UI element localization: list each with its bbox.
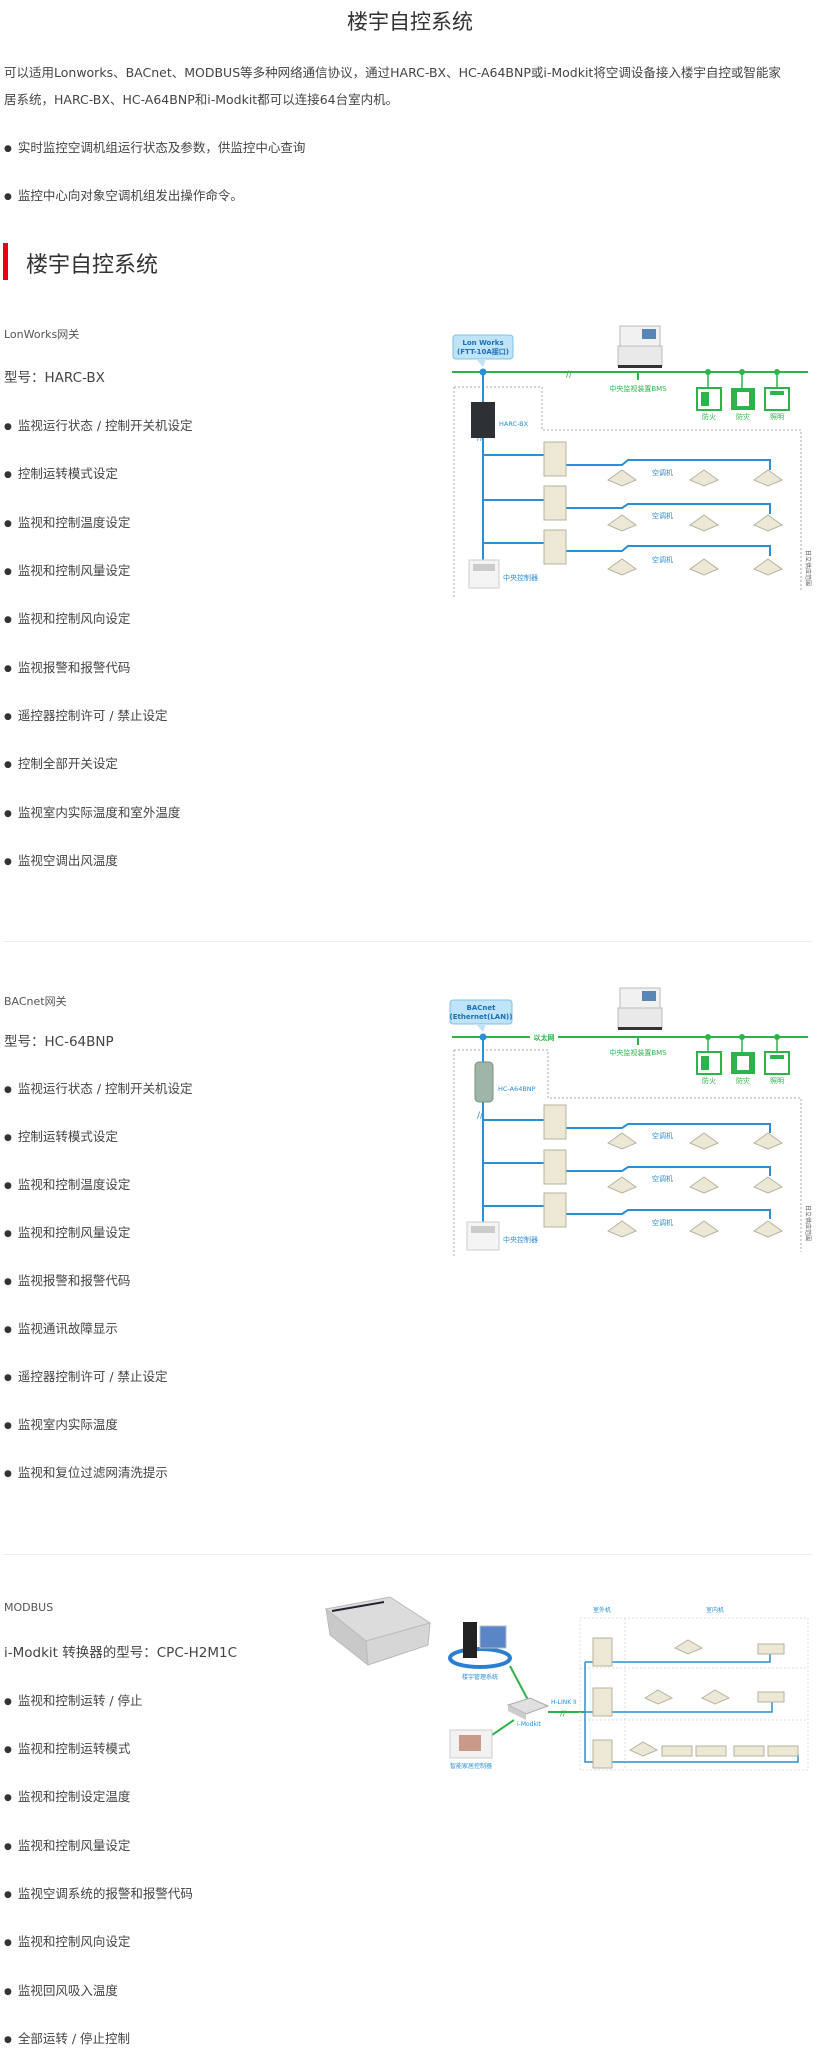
fire-icon: 防火 bbox=[696, 1034, 722, 1085]
feature-item: 监视室内实际温度和室外温度 bbox=[4, 802, 181, 821]
modbus-model: i-Modkit 转换器的型号：CPC-H2M1C bbox=[4, 1645, 238, 1661]
svg-text:室内机: 室内机 bbox=[706, 1606, 724, 1614]
feature-item: 控制运转模式设定 bbox=[4, 1126, 118, 1145]
feature-item: 监视报警和报警代码 bbox=[4, 1270, 131, 1289]
feature-item: 控制全部开关设定 bbox=[4, 753, 118, 772]
svg-text:防火: 防火 bbox=[702, 412, 716, 421]
svg-text:楼宇管理系统: 楼宇管理系统 bbox=[462, 1673, 498, 1681]
svg-text:BACnet: BACnet bbox=[467, 1004, 497, 1012]
feature-item: 监视和复位过滤网清洗提示 bbox=[4, 1462, 168, 1481]
svg-text:HARC-BX: HARC-BX bbox=[499, 420, 529, 428]
section-divider bbox=[3, 941, 812, 942]
section-divider bbox=[3, 1554, 812, 1555]
svg-text:中央控制器: 中央控制器 bbox=[503, 573, 538, 582]
feature-item: 监视和控制设定温度 bbox=[4, 1786, 131, 1805]
svg-text:空调机: 空调机 bbox=[652, 468, 673, 477]
bacnet-system-diagram: 以太网 BACnet (Ethernet(LAN)) 中央监视装置BMS 防火 … bbox=[449, 987, 812, 1258]
feature-item: 监视空调系统的报警和报警代码 bbox=[4, 1883, 193, 1902]
feature-item: 监视和控制运转 / 停止 bbox=[4, 1690, 143, 1709]
intro-bullet: 实时监控空调机组运行状态及参数，供监控中心查询 bbox=[4, 137, 306, 156]
lonworks-label: LonWorks网关 bbox=[4, 328, 80, 341]
exit-icon: 防灾 bbox=[731, 369, 755, 421]
svg-text://: // bbox=[477, 1111, 484, 1121]
svg-text:空调机: 空调机 bbox=[652, 555, 673, 564]
svg-text:Lon Works: Lon Works bbox=[462, 339, 503, 347]
svg-text:室外机: 室外机 bbox=[593, 1606, 611, 1614]
svg-text:H-LINK II: H-LINK II bbox=[551, 1699, 577, 1706]
svg-text:空调机: 空调机 bbox=[652, 1131, 673, 1140]
feature-item: 监视和控制风量设定 bbox=[4, 1835, 131, 1854]
svg-text:防灾: 防灾 bbox=[736, 1076, 750, 1085]
feature-item: 监视和控制风向设定 bbox=[4, 608, 131, 627]
section-accent-bar bbox=[3, 243, 8, 280]
feature-item: 监视空调出风温度 bbox=[4, 850, 118, 869]
svg-text:(Ethernet(LAN)): (Ethernet(LAN)) bbox=[450, 1013, 513, 1021]
feature-item: 监视回风吸入温度 bbox=[4, 1980, 118, 1999]
feature-item: 控制运转模式设定 bbox=[4, 463, 118, 482]
feature-item: 监视和控制风量设定 bbox=[4, 1222, 131, 1241]
svg-text:日立供应范围: 日立供应范围 bbox=[804, 550, 812, 586]
svg-text:中央监视装置BMS: 中央监视装置BMS bbox=[609, 384, 667, 393]
svg-text:i-Modkit: i-Modkit bbox=[517, 1721, 542, 1728]
intro-bullet: 监控中心向对象空调机组发出操作命令。 bbox=[4, 185, 243, 204]
svg-text:中央监视装置BMS: 中央监视装置BMS bbox=[609, 1048, 667, 1057]
svg-text:防灾: 防灾 bbox=[736, 412, 750, 421]
intro-paragraph-line2: 居系统，HARC-BX、HC-A64BNP和i-Modkit都可以连接64台室内… bbox=[4, 92, 399, 107]
lighting-icon: 照明 bbox=[764, 369, 790, 421]
fire-icon: 防火 bbox=[696, 369, 722, 421]
svg-text:空调机: 空调机 bbox=[652, 1174, 673, 1183]
svg-text://: // bbox=[566, 370, 573, 380]
svg-text:防火: 防火 bbox=[702, 1076, 716, 1085]
feature-item: 全部运转 / 停止控制 bbox=[4, 2028, 130, 2047]
svg-text:空调机: 空调机 bbox=[652, 1218, 673, 1227]
exit-icon: 防灾 bbox=[731, 1034, 755, 1085]
svg-text:以太网: 以太网 bbox=[534, 1033, 555, 1042]
feature-item: 监视报警和报警代码 bbox=[4, 657, 131, 676]
lighting-icon: 照明 bbox=[764, 1034, 790, 1085]
svg-text:空调机: 空调机 bbox=[652, 511, 673, 520]
feature-item: 遥控器控制许可 / 禁止设定 bbox=[4, 705, 168, 724]
lonworks-system-diagram: // Lon Works (FTT-10A接口) 中央监视装置BMS 防火 防灾… bbox=[452, 325, 812, 598]
svg-text://: // bbox=[560, 1709, 566, 1718]
feature-item: 监视和控制温度设定 bbox=[4, 1174, 131, 1193]
modbus-system-diagram: 楼宇管理系统 // H-LINK II i-Modkit 智能家居控制器 室外机… bbox=[448, 1606, 809, 1771]
intro-paragraph-line1: 可以适用Lonworks、BACnet、MODBUS等多种网络通信协议，通过HA… bbox=[4, 65, 781, 80]
svg-text:中央控制器: 中央控制器 bbox=[503, 1235, 538, 1244]
feature-item: 监视和控制风向设定 bbox=[4, 1931, 131, 1950]
svg-text:日立供应范围: 日立供应范围 bbox=[804, 1205, 812, 1241]
feature-item: 监视和控制风量设定 bbox=[4, 560, 131, 579]
feature-item: 监视和控制温度设定 bbox=[4, 512, 131, 531]
modbus-label: MODBUS bbox=[4, 1601, 54, 1614]
svg-text:(FTT-10A接口): (FTT-10A接口) bbox=[457, 347, 509, 356]
svg-text:智能家居控制器: 智能家居控制器 bbox=[450, 1762, 492, 1770]
feature-item: 监视运行状态 / 控制开关机设定 bbox=[4, 1078, 193, 1097]
feature-item: 监视室内实际温度 bbox=[4, 1414, 118, 1433]
bacnet-model: 型号：HC-64BNP bbox=[4, 1034, 114, 1050]
bacnet-label: BACnet网关 bbox=[4, 995, 67, 1008]
feature-item: 遥控器控制许可 / 禁止设定 bbox=[4, 1366, 168, 1385]
svg-text:HC-A64BNP: HC-A64BNP bbox=[498, 1085, 536, 1093]
svg-text:照明: 照明 bbox=[770, 413, 784, 421]
feature-item: 监视通讯故障显示 bbox=[4, 1318, 118, 1337]
lonworks-model: 型号：HARC-BX bbox=[4, 370, 105, 386]
section-title: 楼宇自控系统 bbox=[26, 253, 159, 278]
feature-item: 监视运行状态 / 控制开关机设定 bbox=[4, 415, 193, 434]
svg-text:照明: 照明 bbox=[770, 1077, 784, 1085]
feature-item: 监视和控制运转模式 bbox=[4, 1738, 131, 1757]
imodkit-product-image bbox=[324, 1596, 432, 1667]
page-title: 楼宇自控系统 bbox=[347, 10, 473, 34]
